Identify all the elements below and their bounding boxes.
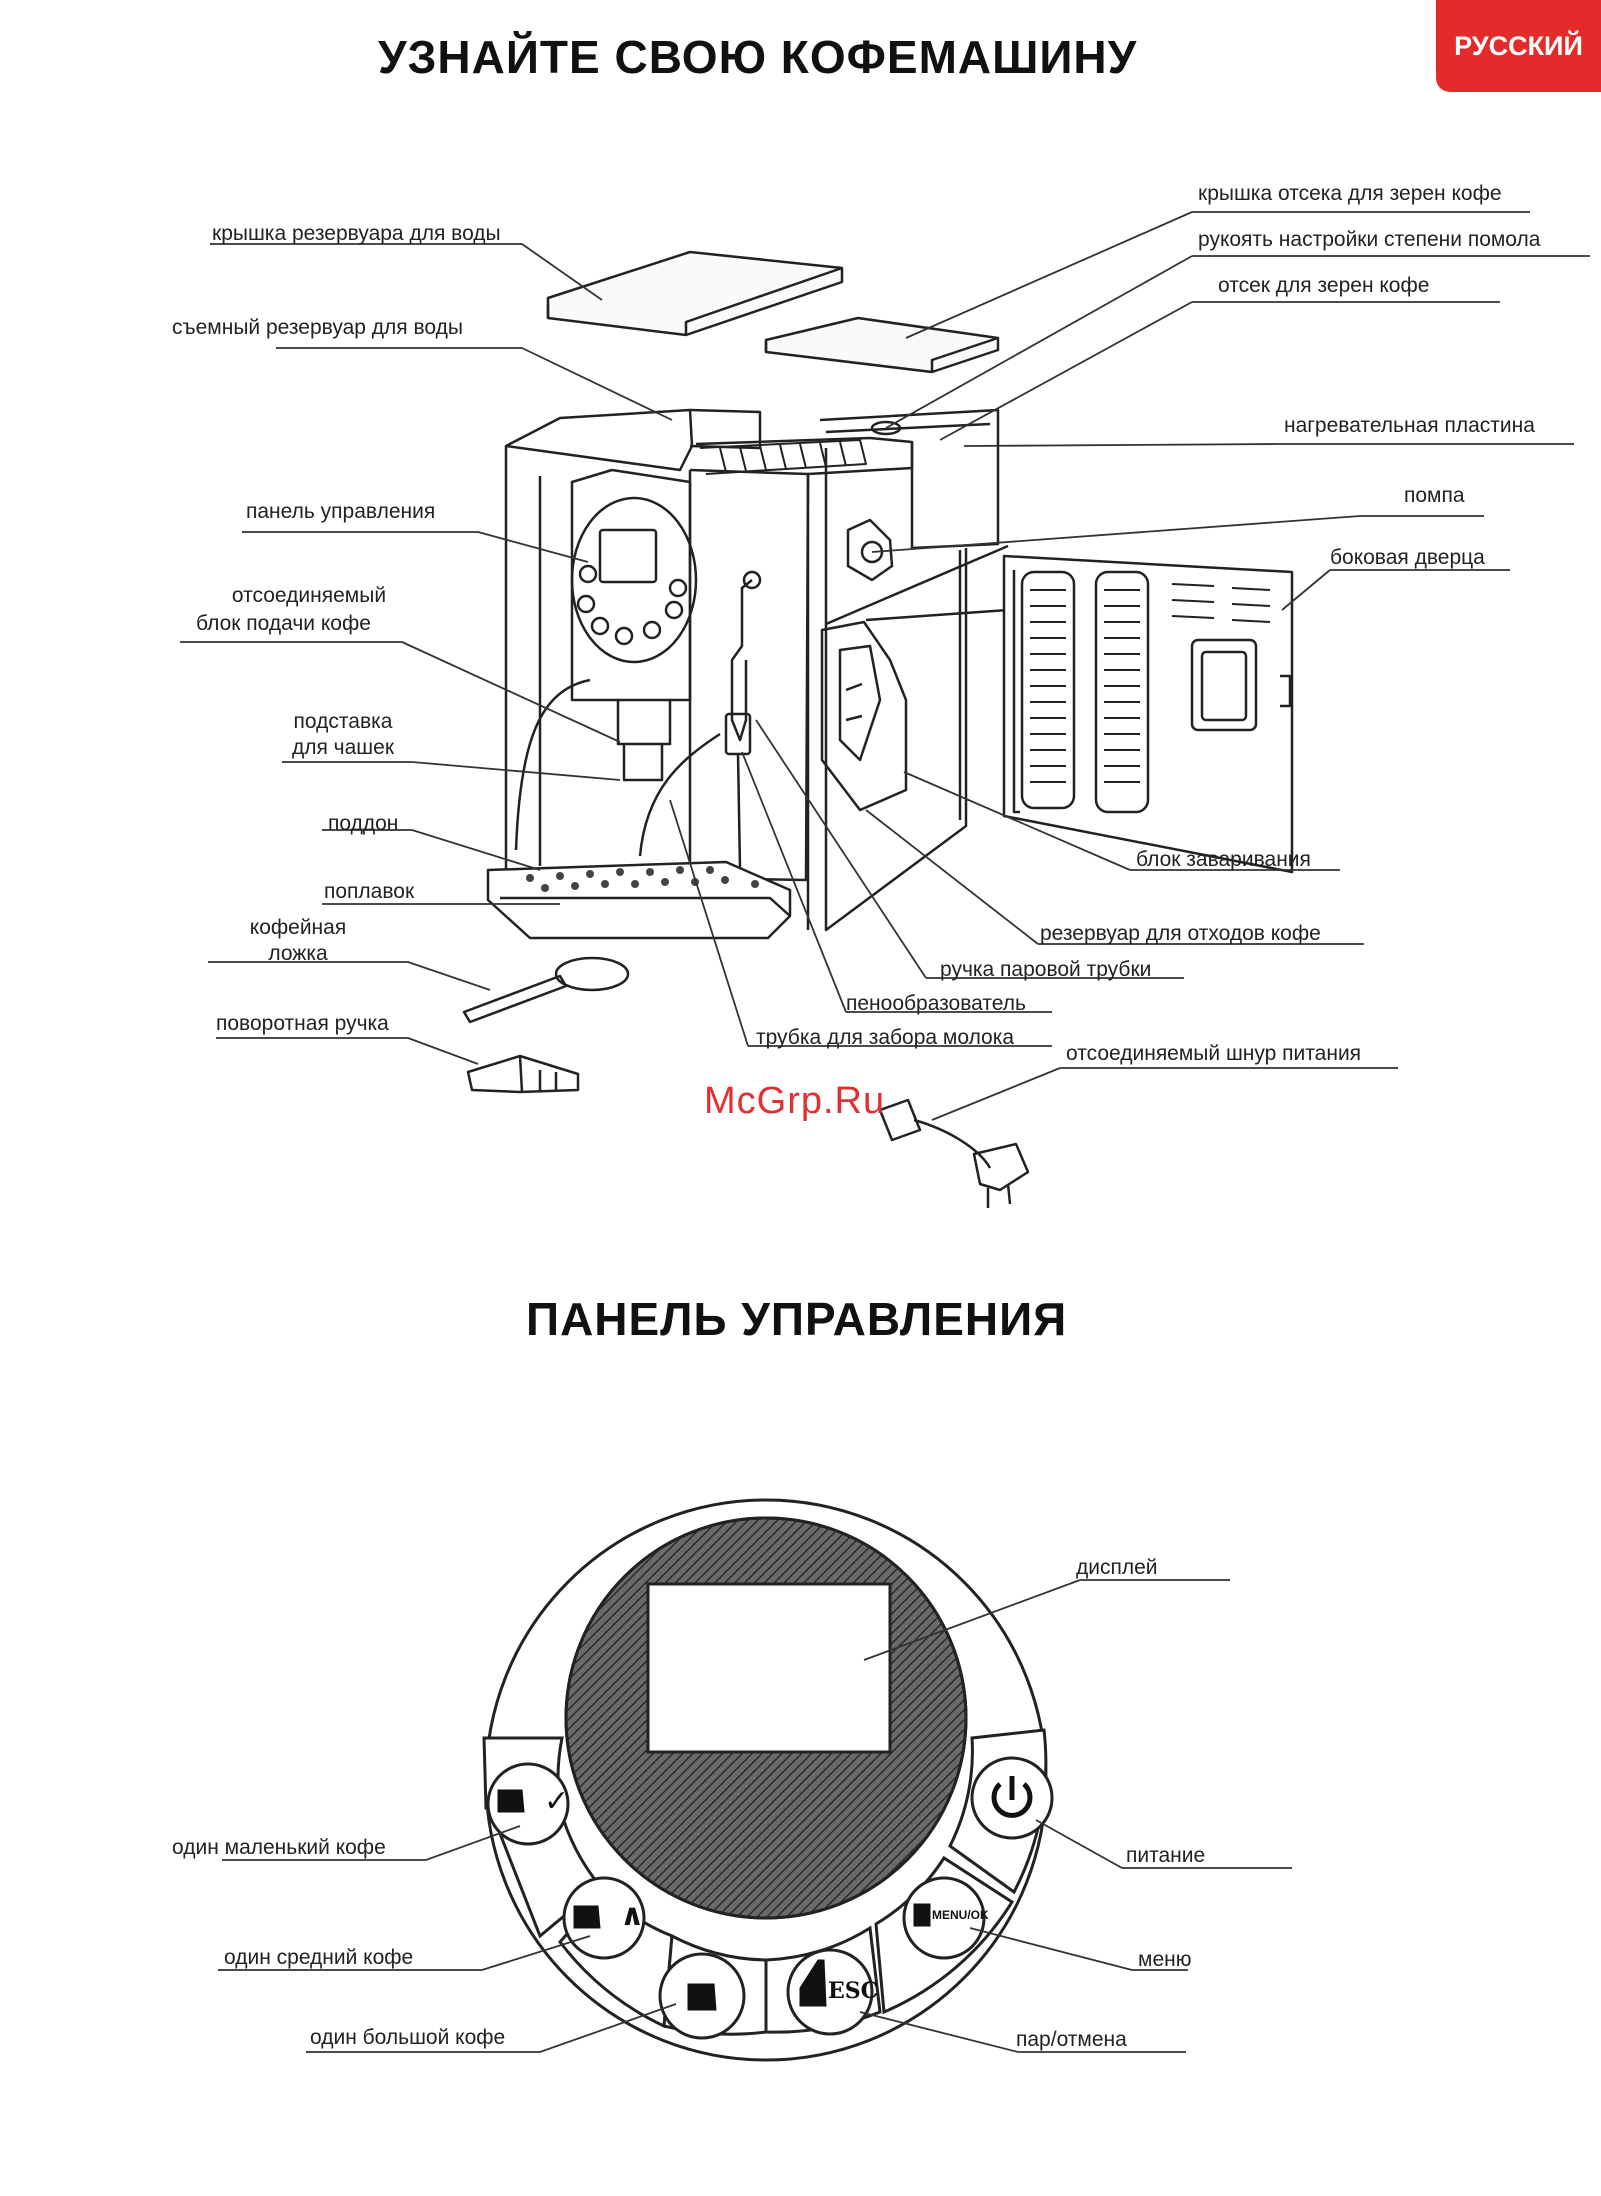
menu-segment: [874, 1855, 1015, 2015]
front-control-panel-drawing: [570, 468, 698, 782]
panel-label-steam-cancel: пар/отмена: [1016, 2028, 1127, 2051]
label-detachable-dispenser-2: блок подачи кофе: [196, 612, 371, 635]
panel-outer-ring: [484, 1498, 1048, 2062]
panel-label-large-coffee: один большой кофе: [310, 2026, 506, 2049]
coffee-spoon-drawing: [462, 956, 630, 1024]
label-drip-tray: поддон: [328, 812, 399, 835]
side-door-drawing: [1002, 554, 1294, 874]
machine-body-drawing: [462, 408, 1294, 1208]
label-coffee-spoon-1: кофейная: [249, 916, 347, 939]
panel-section-title: ПАНЕЛЬ УПРАВЛЕНИЯ: [526, 1293, 1068, 1345]
label-brewing-unit: блок заваривания: [1136, 848, 1311, 871]
page-title: УЗНАЙТЕ СВОЮ КОФЕМАШИНУ: [378, 31, 1138, 83]
small-cup-icon: [497, 1789, 525, 1813]
label-coffee-spoon-2: ложка: [268, 942, 328, 965]
panel-display-window: [646, 1582, 892, 1754]
label-water-tank-lid: крышка резервуара для воды: [212, 222, 501, 245]
pump-drawing: [846, 518, 894, 582]
label-pump: помпа: [1404, 484, 1465, 507]
label-cup-stand-1: подставка: [293, 710, 393, 733]
language-badge: РУССКИЙ: [1436, 0, 1601, 92]
medium-coffee-segment: [487, 1806, 603, 1939]
panel-leader-lines: [218, 1579, 1292, 2053]
label-heating-plate: нагревательная пластина: [1284, 414, 1535, 437]
label-cup-stand-2: для чашек: [291, 736, 395, 759]
panel-label-power: питание: [1126, 1844, 1206, 1867]
label-power-cord: отсоединяемый шнур питания: [1066, 1042, 1362, 1065]
steam-cancel-glyph: ESC: [828, 1978, 879, 2004]
label-bean-compartment-lid: крышка отсека для зерен кофе: [1198, 182, 1502, 205]
medium-coffee-glyph: ∧: [620, 1899, 645, 1932]
drip-tray-drawing: [486, 860, 792, 940]
leader-lines: [180, 211, 1590, 1121]
label-removable-water-tank: съемный резервуар для воды: [172, 316, 463, 339]
label-steam-pipe-handle: ручка паровой трубки: [940, 958, 1152, 981]
large-coffee-button: [658, 1952, 746, 2040]
label-detachable-dispenser-1: отсоединяемый: [231, 584, 387, 607]
water-tank-lid-drawing: [546, 250, 844, 337]
steam-pipe-drawing: [724, 570, 762, 869]
panel-label-display: дисплей: [1076, 1556, 1158, 1579]
label-milk-pipe: трубка для забора молока: [756, 1026, 1015, 1049]
panel-label-medium-coffee: один средний кофе: [224, 1946, 414, 1969]
milk-pipe-drawing: [638, 732, 721, 857]
label-bean-compartment: отсек для зерен кофе: [1218, 274, 1430, 297]
small-coffee-glyph: ✓: [544, 1785, 570, 1818]
cup-stand-wire-drawing: [514, 678, 591, 851]
rotary-handle-drawing: [466, 1054, 580, 1094]
label-waste-container: резервуар для отходов кофе: [1040, 922, 1321, 945]
label-frother: пенообразователь: [846, 992, 1026, 1015]
power-cord-drawing: [878, 1098, 1030, 1208]
large-cup-icon: [687, 1983, 717, 2011]
brewing-unit-drawing: [820, 620, 908, 812]
bean-lid-drawing: [764, 316, 1000, 374]
large-coffee-segment: [558, 1889, 674, 2029]
power-icon: [991, 1782, 1033, 1818]
coffee-machine-diagram: [180, 211, 1590, 1208]
power-segment: [948, 1728, 1048, 1895]
panel-center-dial: [564, 1516, 968, 1920]
label-rotary-handle: поворотная ручка: [216, 1012, 389, 1035]
power-button: [970, 1756, 1054, 1840]
watermark: McGrp.Ru: [704, 1080, 886, 1122]
panel-label-menu: меню: [1138, 1948, 1192, 1971]
label-side-door: боковая дверца: [1330, 546, 1485, 569]
panel-label-small-coffee: один маленький кофе: [172, 1836, 386, 1859]
label-control-panel: панель управления: [246, 500, 436, 523]
steam-icon: [799, 1959, 827, 2007]
menu-glyph: MENU/OK: [932, 1908, 989, 1922]
menu-icon: [913, 1903, 931, 1927]
label-float: поплавок: [324, 880, 415, 903]
medium-cup-icon: [573, 1905, 601, 1929]
label-grind-knob: рукоять настройки степени помола: [1198, 228, 1541, 251]
